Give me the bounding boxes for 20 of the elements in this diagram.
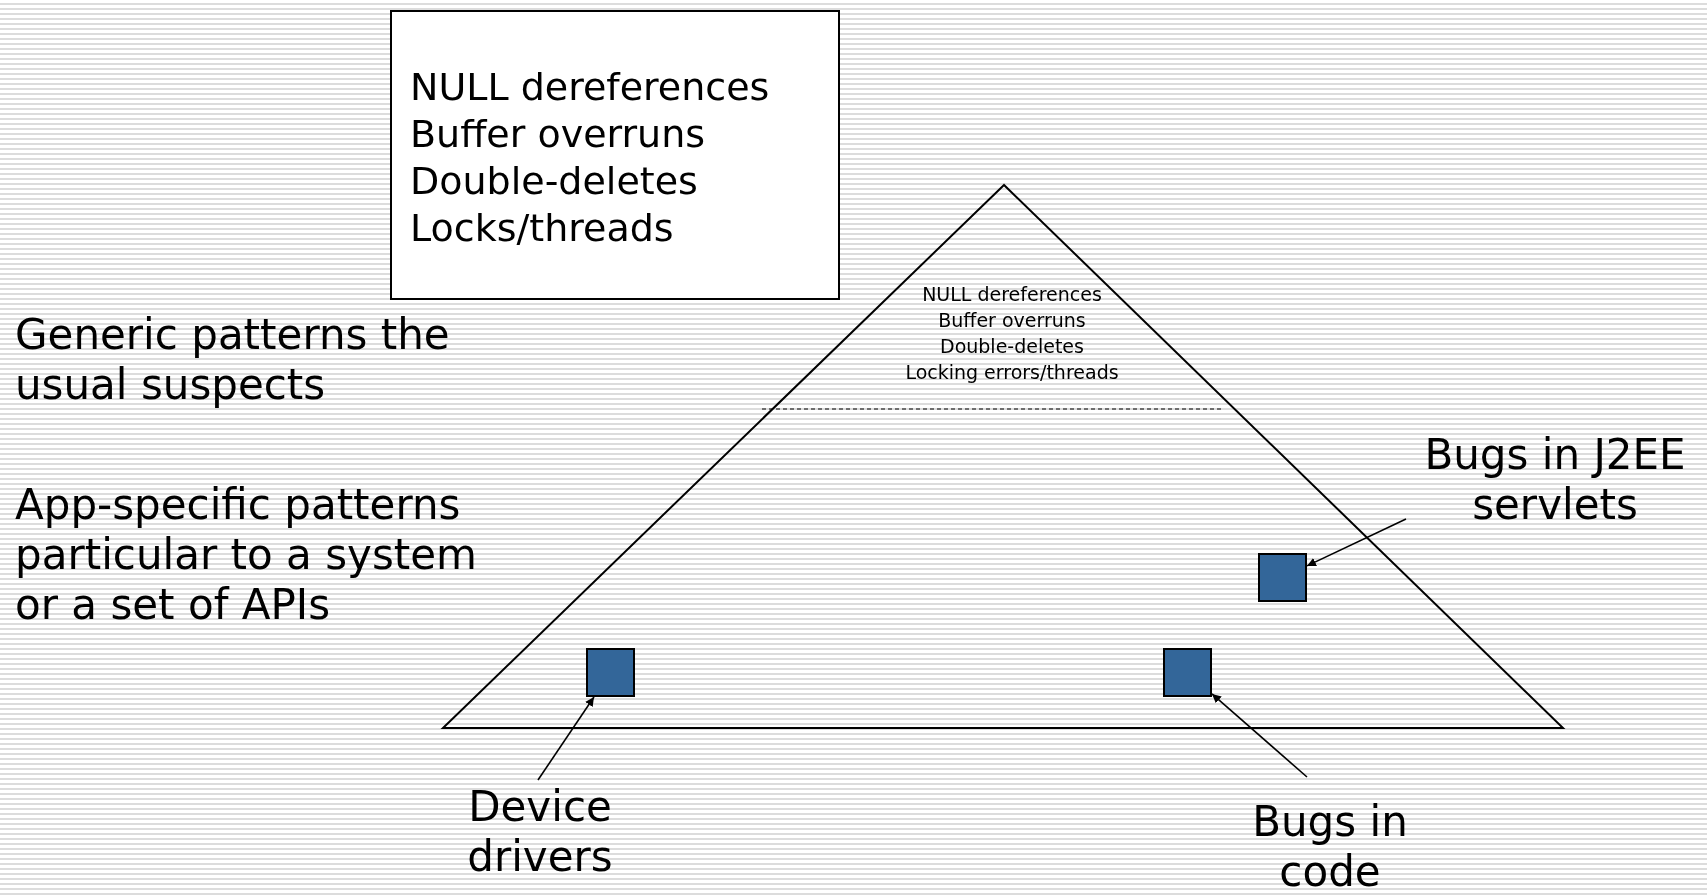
text-box <box>390 10 840 300</box>
list-item: Buffer overruns <box>938 308 1086 333</box>
leader-arrow <box>1211 693 1308 778</box>
list-item: Buffer overruns <box>410 111 706 158</box>
leader-arrow <box>1306 518 1407 567</box>
description-text: Generic patterns the usual suspects <box>15 310 451 410</box>
list-item: NULL dereferences <box>410 64 770 111</box>
list-item: Locks/threads <box>410 205 674 252</box>
square-marker <box>1163 648 1212 697</box>
description-text: App-specific patterns particular to a system or a set of APIs <box>15 480 478 630</box>
callout-label: Bugs in J2EE servlets <box>1423 430 1687 530</box>
list-item: NULL dereferences <box>922 282 1102 307</box>
list-item: Locking errors/threads <box>905 360 1119 385</box>
callout-label: Device drivers <box>466 782 614 882</box>
leader-arrow <box>537 696 595 781</box>
list-item: Double-deletes <box>940 334 1084 359</box>
square-marker <box>586 648 635 697</box>
square-marker <box>1258 553 1307 602</box>
callout-label: Bugs in code <box>1251 797 1409 895</box>
list-item: Double-deletes <box>410 158 698 205</box>
